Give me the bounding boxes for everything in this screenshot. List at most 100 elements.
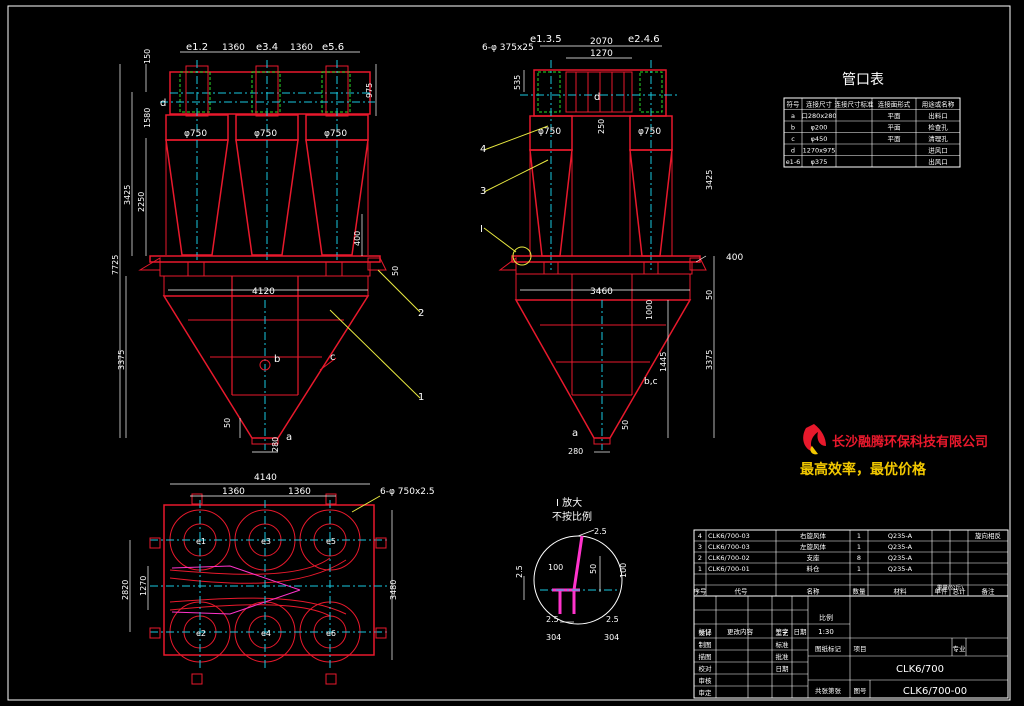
plan-dim-1360-b: 1360: [288, 487, 311, 497]
parts-header-cell: 序号: [694, 586, 708, 595]
parts-header-cell: 材料: [894, 586, 908, 595]
detail-d25d: 2.5: [606, 615, 619, 624]
tb-spec-label: 专业: [953, 644, 967, 653]
tb-left-cell: 审定: [699, 688, 713, 697]
nozzle-table-cell: e1-6: [786, 158, 801, 166]
tb-date-label: 日期: [794, 628, 808, 636]
parts-list-cell: Q235-A: [888, 532, 913, 540]
label-a: a: [286, 432, 292, 443]
side-dim-280: 280: [568, 447, 583, 456]
parts-header-cell: 备注: [982, 586, 996, 595]
flame-logo-icon: [803, 424, 826, 452]
company-slogan: 最高效率，最优价格: [800, 461, 927, 478]
inlet-label-1: e1.2: [186, 42, 208, 53]
dim-1580: 1580: [143, 108, 152, 128]
tb-drawing-no-label: 图号: [854, 687, 868, 695]
side-dim-bc: b,c: [644, 377, 658, 387]
parts-list-cell: Q235-A: [888, 554, 913, 562]
plan-e1: e1: [196, 537, 206, 546]
leader-2: 2: [418, 308, 424, 319]
tb-left-cell: 描图: [699, 652, 712, 661]
side-dim-50-b: 50: [621, 420, 630, 430]
side-e246: e2.4.6: [628, 34, 660, 45]
dim-3425: 3425: [123, 185, 132, 205]
company-name: 长沙融腾环保科技有限公司: [832, 434, 988, 450]
plan-dim-2820: 2820: [121, 580, 130, 600]
detail-labels: I 放大 不按比例 2.5 100 50 100 2.5 2.5 304 2.5…: [515, 496, 628, 642]
parts-header-cell: 总计: [953, 586, 967, 595]
side-dim-3460: 3460: [590, 287, 613, 297]
nozzle-table-cell: b: [791, 124, 795, 132]
plan-dim-1270: 1270: [139, 576, 148, 596]
tb-total-label: 共张第张: [815, 686, 842, 695]
nozzle-header-cell: 用途或名称: [922, 100, 955, 109]
nozzle-table-cell: φ200: [811, 124, 828, 132]
nozzle-table-cell: a: [791, 112, 795, 120]
parts-header-weight: 重量(公斤): [937, 583, 963, 591]
parts-list-cell: 支座: [807, 553, 821, 562]
title-block: 标记更改内容签字日期设计制图描图校对审核审定工艺标准批准日期比例1:30图纸标记…: [693, 595, 1009, 699]
side-dim-50-a: 50: [705, 290, 714, 300]
dim-1360-a: 1360: [222, 43, 245, 53]
nozzle-table-cell: 出料口: [928, 111, 948, 120]
nozzle-table-cell: 出风口: [928, 157, 948, 166]
parts-list-cell: 1: [857, 532, 861, 540]
detail-title: I 放大: [556, 496, 582, 509]
nozzle-table-cell: φ450: [811, 135, 828, 143]
nozzle-header-cell: 连接尺寸标准: [835, 100, 875, 109]
nozzle-table-cell: 清理孔: [928, 134, 948, 143]
parts-list-cell: 料仓: [807, 564, 821, 573]
tb-stage-label: 图纸标记: [815, 644, 842, 653]
plan-dim-1360-a: 1360: [222, 487, 245, 497]
parts-list-cell: CLK6/700-03: [708, 543, 750, 551]
tb-mid-cell: 日期: [776, 665, 790, 673]
side-phi750-a: φ750: [538, 127, 561, 137]
tb-marks-label: 标记: [699, 627, 713, 636]
dim-phi750-a: φ750: [184, 129, 207, 139]
dim-50-b: 50: [223, 418, 232, 428]
nozzle-header-cell: 连接尺寸: [806, 100, 833, 109]
plan-e6: e6: [326, 629, 336, 638]
side-dim-3375: 3375: [705, 350, 714, 370]
label-b: b: [274, 354, 280, 365]
plan-e5: e5: [326, 537, 336, 546]
side-leader-4: 4: [480, 144, 486, 155]
nozzle-table-cell: 进风口: [928, 147, 948, 155]
drawing-frame: [7, 5, 1011, 701]
parts-list-cell: 1: [698, 565, 702, 573]
dim-400: 400: [353, 231, 362, 246]
plan-view-labels: 4140 1360 1360 6-φ 750x2.5 2820 1270 348…: [121, 473, 435, 638]
parts-list-cell: CLK6/700-01: [708, 565, 750, 573]
dim-phi750-c: φ750: [324, 129, 347, 139]
detail-d304b: 304: [604, 633, 619, 642]
tb-drawing-no: CLK6/700-00: [903, 686, 967, 697]
plan-e2: e2: [196, 629, 206, 638]
dim-1360-b: 1360: [290, 43, 313, 53]
label-c: c: [330, 352, 336, 363]
side-dim-1000: 1000: [645, 300, 654, 320]
parts-list-cell: 1: [857, 565, 861, 573]
nozzle-header-cell: 符号: [787, 100, 801, 109]
parts-list-cell: 左旋风体: [800, 542, 827, 551]
side-phi750-b: φ750: [638, 127, 661, 137]
company-logo: 长沙融腾环保科技有限公司 最高效率，最优价格: [800, 424, 988, 478]
nozzle-header-cell: 连接面形式: [878, 100, 911, 109]
dim-2250: 2250: [137, 192, 146, 212]
side-dim-250: 250: [597, 119, 606, 134]
plan-6phi-label: 6-φ 750x2.5: [380, 487, 435, 497]
tb-left-cell: 审核: [699, 676, 713, 685]
detail-d50: 50: [589, 564, 598, 574]
side-top-left-label: 6-φ 375x25: [482, 43, 534, 53]
parts-list-cell: 2: [698, 554, 702, 562]
parts-list-cell: CLK6/700-03: [708, 532, 750, 540]
nozzle-table-cell: 平面: [888, 135, 902, 143]
side-dim-d: d: [594, 92, 600, 103]
dim-280: 280: [271, 437, 280, 452]
parts-header-cell: 单件: [935, 586, 949, 595]
tb-left-cell: 制图: [699, 640, 712, 649]
dim-975: 975: [365, 83, 374, 98]
nozzle-table-cell: 口280x280: [801, 112, 836, 120]
dim-3375: 3375: [117, 350, 126, 370]
